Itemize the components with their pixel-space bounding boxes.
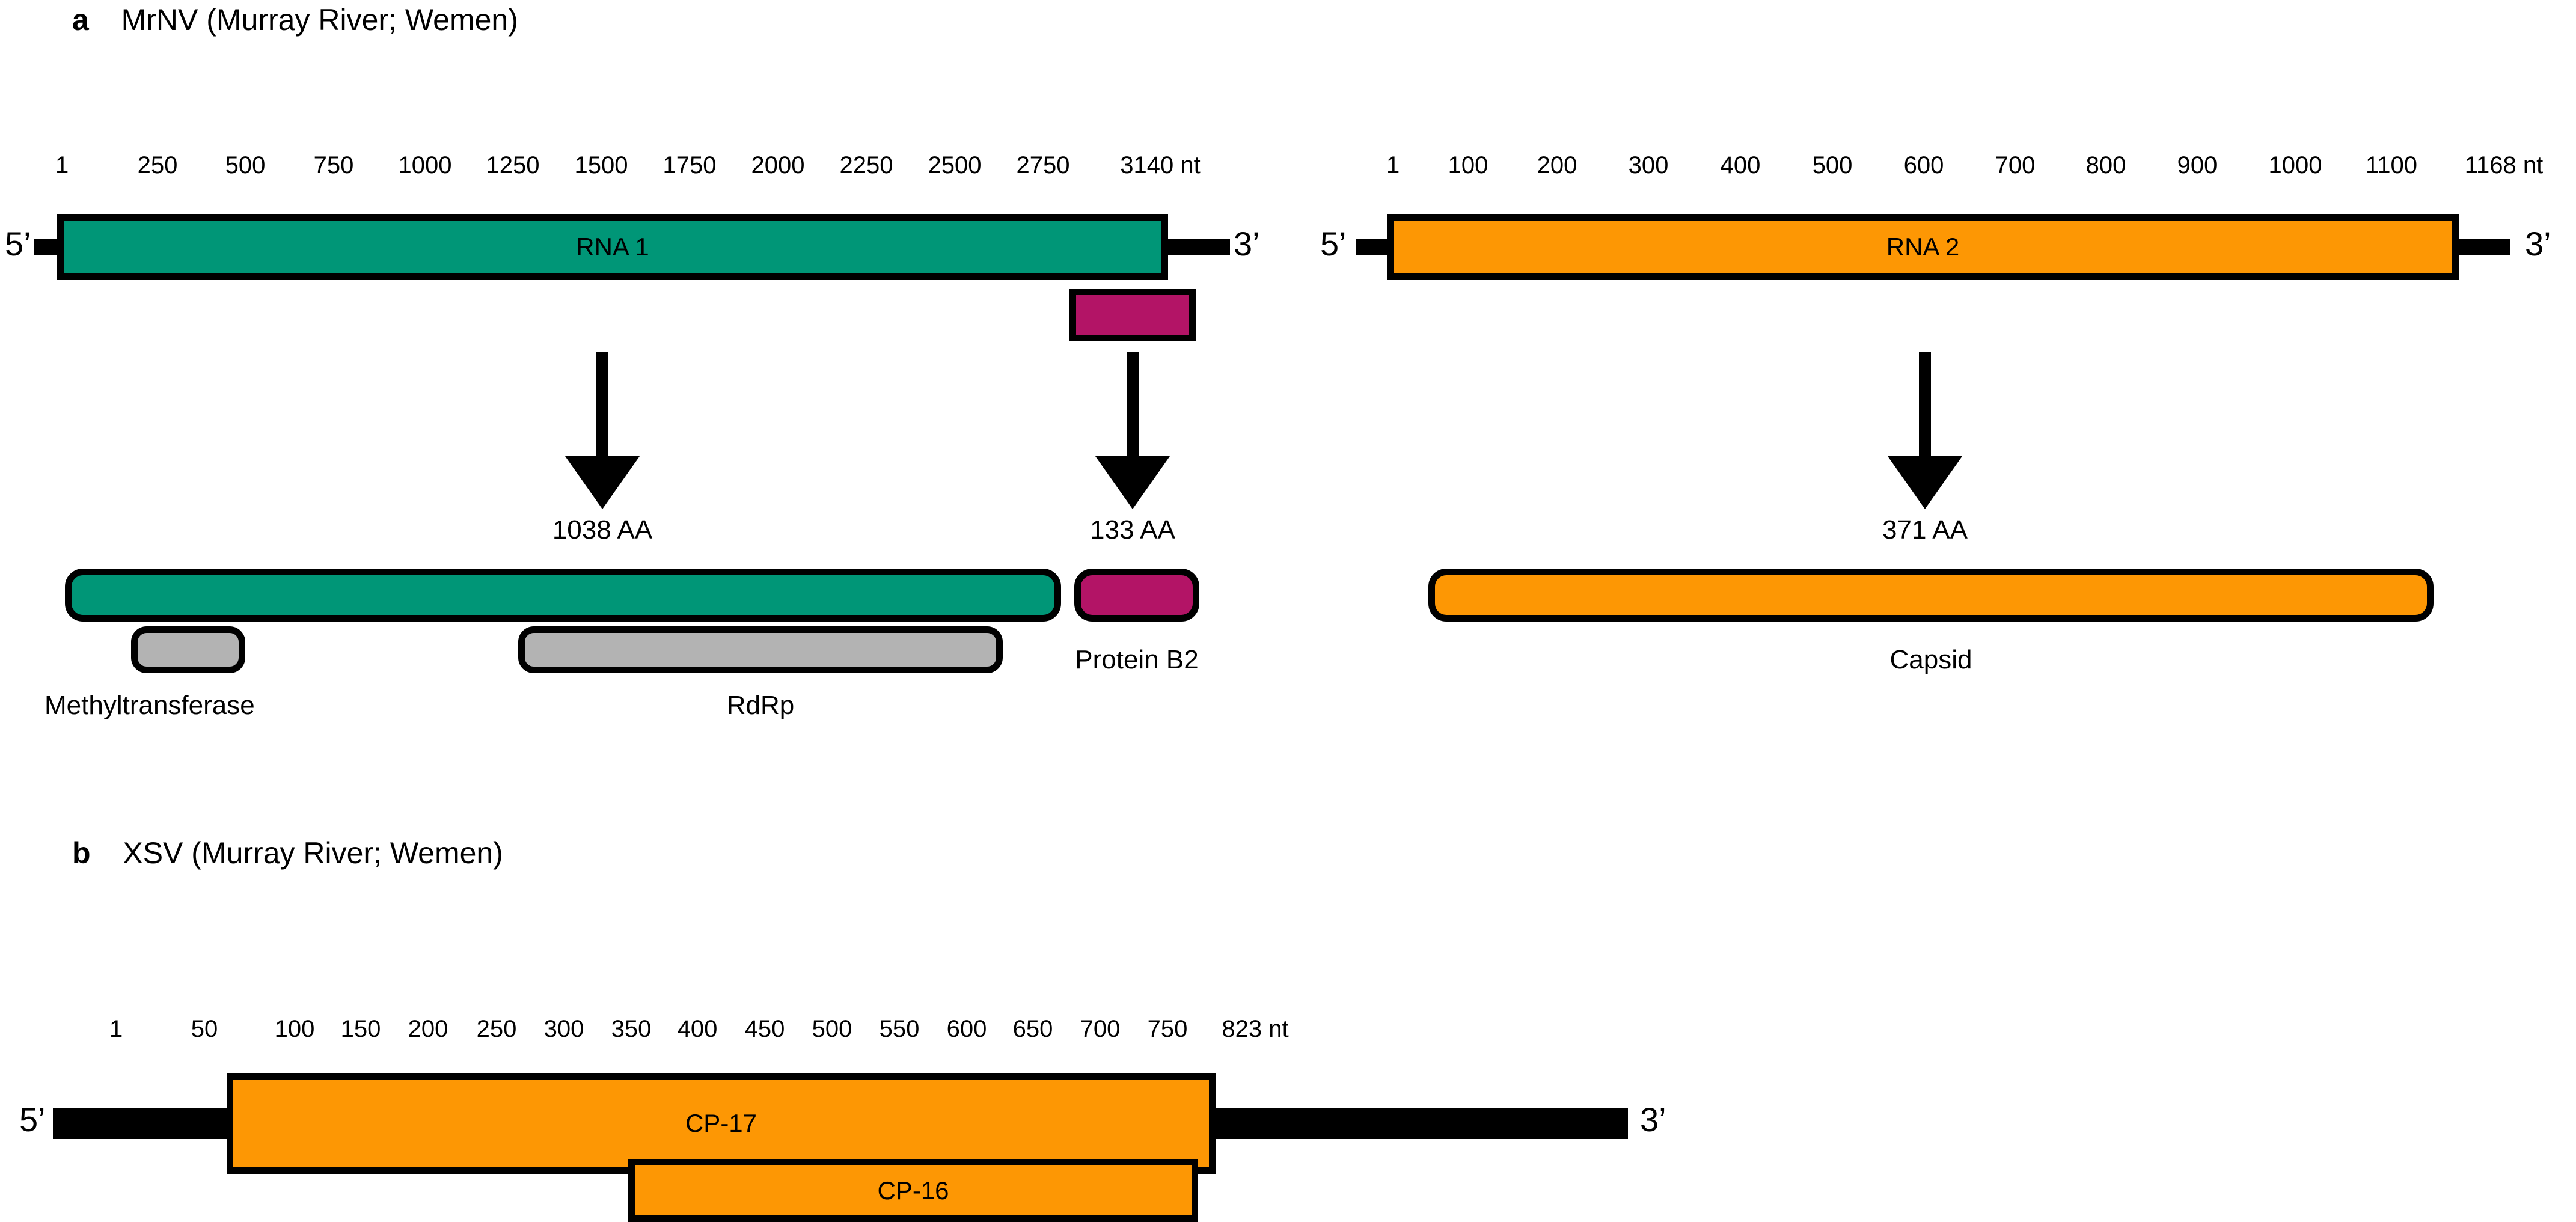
rna1-scale-ruler: 1 250 500 750 1000 1250 1500 1750 2000 2… <box>0 149 1262 182</box>
rna2-scale-ruler: 1 100 200 300 400 500 600 700 800 900 10… <box>1323 149 2576 182</box>
rna2-orf-box[interactable]: RNA 2 <box>1387 214 2459 280</box>
xsv-tick-350: 350 <box>611 1016 652 1042</box>
rna2-tick-900: 900 <box>2177 152 2218 179</box>
xsv-tick-end: 823 nt <box>1222 1016 1289 1042</box>
rna2-tick-200: 200 <box>1537 152 1577 179</box>
rna1-tick-500: 500 <box>225 152 266 179</box>
rna2-tick-1100: 1100 <box>2365 152 2418 179</box>
xsv-scale-ruler: 1 50 100 150 200 250 300 350 400 450 500… <box>0 1013 1743 1045</box>
rna2-tick-600: 600 <box>1903 152 1944 179</box>
rna1-protein-b2-caption: Protein B2 <box>1075 645 1199 674</box>
xsv-tick-550: 550 <box>879 1016 920 1042</box>
rna1-tick-1250: 1250 <box>486 152 540 179</box>
xsv-cp16-label: CP-16 <box>877 1176 949 1205</box>
panel-b-heading: b XSV (Murray River; Wemen) <box>72 836 503 870</box>
rna2-three-prime-label: 3’ <box>2525 225 2551 263</box>
rna1-tick-750: 750 <box>313 152 354 179</box>
rna2-capsid-protein-bar[interactable] <box>1428 569 2434 622</box>
rna2-tick-1: 1 <box>1386 152 1400 179</box>
xsv-tick-750: 750 <box>1147 1016 1188 1042</box>
arrow-stem <box>1127 352 1139 459</box>
rna2-tick-700: 700 <box>1995 152 2036 179</box>
rna1-tick-1750: 1750 <box>662 152 717 179</box>
rna2-translation-arrow <box>1888 352 1962 509</box>
domain-methyltransferase-label: Methyltransferase <box>44 691 255 720</box>
panel-a-heading: a MrNV (Murray River; Wemen) <box>72 2 518 37</box>
xsv-cp16-orf-box[interactable]: CP-16 <box>628 1159 1198 1222</box>
arrow-head-icon <box>565 456 640 509</box>
rna1-three-prime-label: 3’ <box>1234 225 1260 263</box>
domain-rdrp-label: RdRp <box>726 691 795 720</box>
rna2-tick-300: 300 <box>1628 152 1669 179</box>
rna1-five-prime-label: 5’ <box>5 225 31 263</box>
rna1-orf-box[interactable]: RNA 1 <box>57 214 1168 280</box>
xsv-tick-450: 450 <box>744 1016 785 1042</box>
arrow-head-icon <box>1888 456 1962 509</box>
domain-methyltransferase-bar[interactable] <box>131 626 245 673</box>
rna2-five-prime-label: 5’ <box>1320 225 1347 263</box>
rna1-b2-translation-arrow <box>1095 352 1170 509</box>
rna2-tick-400: 400 <box>1720 152 1761 179</box>
xsv-tick-600: 600 <box>946 1016 987 1042</box>
rna1-b2-aa-label: 133 AA <box>1090 515 1175 545</box>
rna2-tick-100: 100 <box>1448 152 1488 179</box>
xsv-tick-250: 250 <box>476 1016 517 1042</box>
rna1-tick-1000: 1000 <box>398 152 452 179</box>
xsv-tick-400: 400 <box>677 1016 718 1042</box>
xsv-three-prime-label: 3’ <box>1640 1101 1666 1138</box>
xsv-tick-300: 300 <box>543 1016 584 1042</box>
rna1-tick-1: 1 <box>55 152 69 179</box>
xsv-tick-150: 150 <box>340 1016 381 1042</box>
rna1-b2-orf-box[interactable] <box>1069 289 1196 341</box>
xsv-tick-700: 700 <box>1080 1016 1121 1042</box>
rna2-tick-500: 500 <box>1812 152 1853 179</box>
xsv-tick-1: 1 <box>109 1016 123 1042</box>
rna2-orf-label: RNA 2 <box>1886 233 1960 261</box>
rna1-tick-250: 250 <box>137 152 178 179</box>
rna1-tick-end: 3140 nt <box>1120 152 1201 179</box>
rna1-orf-label: RNA 1 <box>576 233 649 261</box>
panel-a-title: MrNV (Murray River; Wemen) <box>121 3 518 37</box>
arrow-stem <box>596 352 608 459</box>
xsv-tick-100: 100 <box>274 1016 315 1042</box>
xsv-tick-200: 200 <box>408 1016 448 1042</box>
rna1-tick-2250: 2250 <box>839 152 893 179</box>
rna1-tick-2750: 2750 <box>1016 152 1070 179</box>
panel-a-letter: a <box>72 3 89 37</box>
rna1-main-aa-label: 1038 AA <box>552 515 653 545</box>
panel-b-letter: b <box>72 836 91 870</box>
arrow-stem <box>1919 352 1931 459</box>
rna1-tick-1500: 1500 <box>574 152 628 179</box>
xsv-five-prime-label: 5’ <box>19 1101 46 1138</box>
rna2-tick-1000: 1000 <box>2268 152 2322 179</box>
rna1-main-translation-arrow <box>565 352 640 509</box>
domain-rdrp-bar[interactable] <box>518 626 1003 673</box>
xsv-tick-650: 650 <box>1012 1016 1053 1042</box>
xsv-tick-50: 50 <box>191 1016 218 1042</box>
rna1-tick-2000: 2000 <box>751 152 805 179</box>
arrow-head-icon <box>1095 456 1170 509</box>
rna2-aa-label: 371 AA <box>1882 515 1968 545</box>
xsv-tick-500: 500 <box>812 1016 852 1042</box>
rna1-protein-a-bar[interactable] <box>65 569 1061 622</box>
rna2-tick-end: 1168 nt <box>2464 152 2544 179</box>
rna1-protein-b2-bar[interactable] <box>1074 569 1199 622</box>
rna2-tick-800: 800 <box>2085 152 2126 179</box>
xsv-cp17-label: CP-17 <box>685 1109 757 1137</box>
panel-b-title: XSV (Murray River; Wemen) <box>123 836 503 870</box>
rna1-tick-2500: 2500 <box>928 152 982 179</box>
rna2-capsid-protein-label: Capsid <box>1889 645 1972 674</box>
